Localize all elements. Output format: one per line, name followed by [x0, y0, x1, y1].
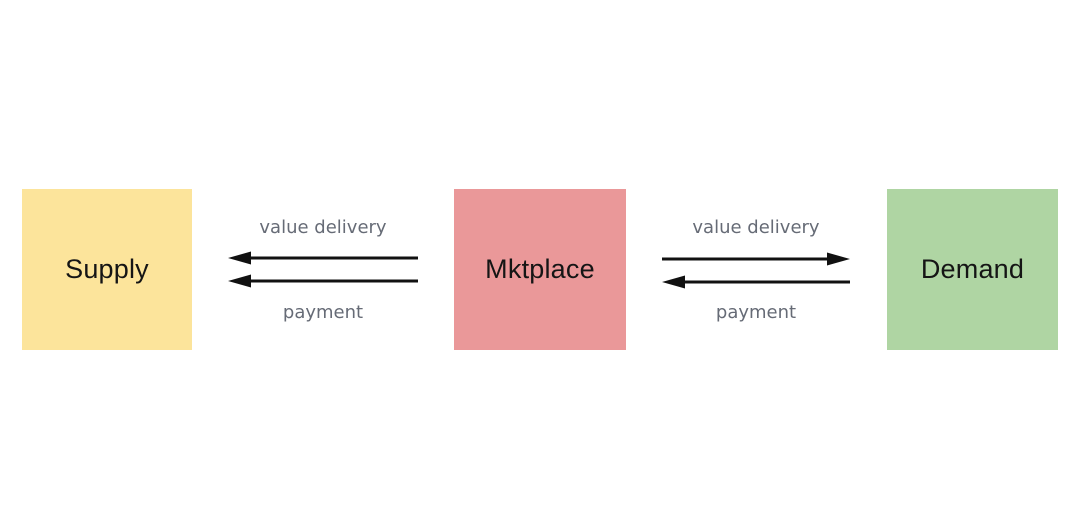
value-delivery-to-supply-arrow-icon — [228, 251, 418, 265]
flow-demand-value-delivery-label: value delivery — [692, 217, 820, 238]
value-delivery-to-demand-arrow-icon — [662, 252, 850, 266]
node-supply: Supply — [22, 189, 192, 350]
node-supply-label: Supply — [65, 254, 149, 284]
flow-mktplace-demand: value delivery payment — [662, 210, 850, 330]
node-mktplace: Mktplace — [454, 189, 626, 350]
flow-demand-payment-label: payment — [715, 302, 797, 323]
flow-supply-mktplace: value delivery payment — [228, 210, 418, 330]
flow-supply-value-delivery-label: value delivery — [259, 217, 387, 238]
payment-to-mktplace-arrow-icon — [662, 275, 850, 289]
node-mktplace-label: Mktplace — [485, 254, 595, 284]
node-demand: Demand — [887, 189, 1058, 350]
payment-to-supply-arrow-icon — [228, 274, 418, 288]
node-demand-label: Demand — [920, 254, 1025, 284]
flow-supply-payment-label: payment — [282, 302, 364, 323]
